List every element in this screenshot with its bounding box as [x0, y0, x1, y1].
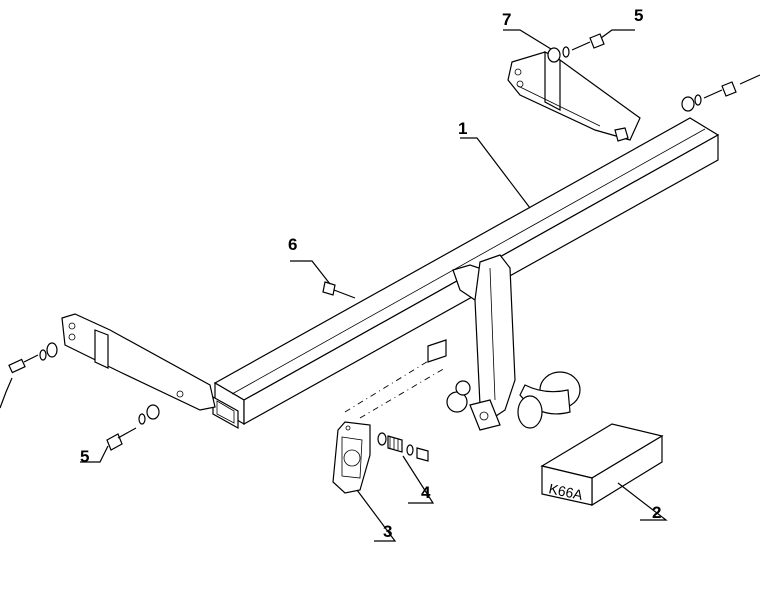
package-code: K66A — [547, 480, 584, 503]
assembly-line-2 — [359, 367, 446, 419]
spacer-plate — [427, 339, 447, 363]
label-part-5-top: 5 — [634, 6, 643, 25]
bolt-mid — [322, 281, 356, 299]
label-part-2: 2 — [652, 503, 661, 522]
socket-bolt-set — [377, 432, 429, 462]
bolt-top — [547, 33, 605, 63]
right-bracket — [507, 51, 641, 141]
bracket-nut — [614, 127, 629, 142]
bolt-right — [681, 81, 737, 112]
assembly-line — [344, 359, 431, 413]
leader-lines — [0, 29, 760, 542]
bolt-left-upper — [8, 342, 58, 374]
label-part-3: 3 — [383, 522, 392, 541]
left-bracket — [61, 313, 216, 411]
label-part-1: 1 — [458, 119, 467, 138]
bolt-left-lower — [106, 404, 160, 451]
ball-neck — [446, 254, 581, 431]
label-part-5-left: 5 — [80, 447, 89, 466]
label-part-4: 4 — [421, 483, 431, 502]
package-box: K66A — [540, 423, 664, 507]
label-part-6: 6 — [288, 235, 297, 254]
socket-plate — [332, 421, 371, 494]
label-part-7: 7 — [502, 10, 511, 29]
